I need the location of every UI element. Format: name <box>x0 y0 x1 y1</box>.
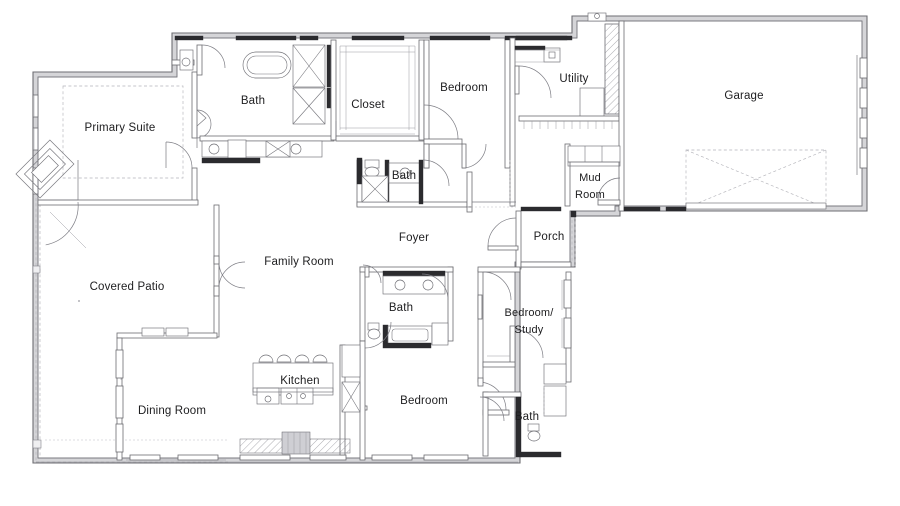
room-dining-room <box>126 454 347 461</box>
label-garage: Garage <box>724 90 763 102</box>
label-kitchen: Kitchen <box>280 375 319 387</box>
label-bedroom-study-line1: Bedroom/ <box>505 307 555 319</box>
room-bath-rear <box>479 363 567 458</box>
covered-patio-fireplace <box>15 118 87 249</box>
room-foyer <box>466 160 516 213</box>
room-closet <box>330 39 425 142</box>
label-mud-room-line2: Room <box>575 189 605 201</box>
label-bath-rear: Bath <box>515 411 539 423</box>
label-porch: Porch <box>534 231 565 243</box>
label-mud-room-line1: Mud <box>579 172 601 184</box>
label-foyer: Foyer <box>399 232 429 244</box>
room-primary-bath <box>174 35 573 164</box>
room-labels: Primary Suite Bath Closet Bedroom Utilit… <box>85 73 764 423</box>
label-bath-primary: Bath <box>241 95 265 107</box>
room-family-room <box>115 204 246 461</box>
label-covered-patio: Covered Patio <box>90 281 165 293</box>
label-closet: Closet <box>351 99 385 111</box>
garage-windows <box>856 55 868 175</box>
label-bath-upper: Bath <box>392 170 416 182</box>
label-primary-suite: Primary Suite <box>85 122 156 134</box>
room-bath-lower-hall <box>359 264 454 349</box>
label-bedroom-study-line2: Study <box>515 324 544 336</box>
room-bedroom-study <box>477 266 572 383</box>
label-bedroom-rear: Bedroom <box>400 395 448 407</box>
label-family-room: Family Room <box>264 256 333 268</box>
rear-wall-windows <box>36 454 518 463</box>
room-primary-suite <box>32 59 199 206</box>
label-bedroom-front: Bedroom <box>440 82 488 94</box>
room-bath-upper-hall <box>356 157 468 208</box>
room-bedroom-front <box>423 35 568 169</box>
room-utility <box>509 23 620 207</box>
label-bath-lower: Bath <box>389 302 413 314</box>
label-dining-room: Dining Room <box>138 405 206 417</box>
room-garage <box>587 12 868 212</box>
primary-suite-windows <box>32 94 39 195</box>
room-mud-room <box>564 143 621 207</box>
room-bedroom-rear <box>341 340 510 461</box>
covered-patio-screen <box>32 198 230 463</box>
label-utility: Utility <box>559 73 588 85</box>
